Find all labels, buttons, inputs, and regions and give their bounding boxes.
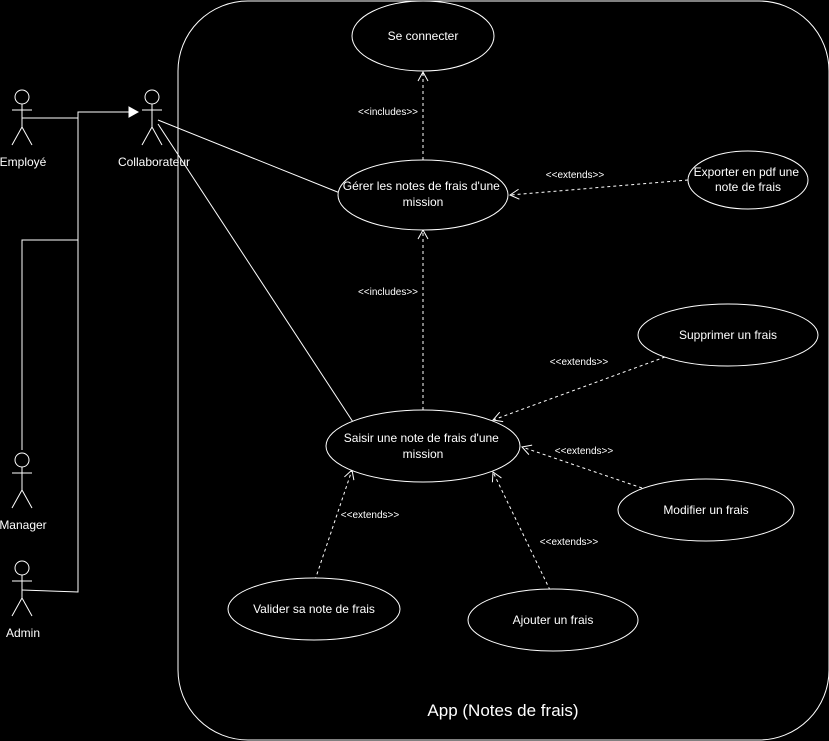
use-case-saisir-note: Saisir une note de frais d'une mission — [325, 409, 521, 483]
use-case-exporter-pdf-line2: note de frais — [715, 180, 781, 194]
dependency-lines — [314, 70, 689, 591]
extends-exporter-label: <<extends>> — [546, 170, 605, 181]
use-case-modifier-frais-line1: Modifier un frais — [663, 503, 748, 517]
association-lines — [157, 119, 354, 423]
use-case-saisir-note-line2: mission — [403, 447, 444, 461]
use-case-gerer-notes: Gérer les notes de frais d'une mission — [337, 159, 509, 231]
extends-ajouter-label: <<extends>> — [540, 537, 599, 548]
use-case-se-connecter: Se connecter — [351, 0, 495, 72]
svg-text:Ajouter un frais: Ajouter un frais — [513, 613, 594, 627]
system-title: App (Notes de frais) — [427, 701, 578, 720]
svg-text:Valider sa note de frais: Valider sa note de frais — [253, 602, 375, 616]
svg-text:Modifier un frais: Modifier un frais — [663, 503, 748, 517]
actor-collaborateur: Collaborateur — [118, 89, 190, 169]
use-case-gerer-notes-line1: Gérer les notes de frais d'une — [343, 179, 500, 193]
use-case-supprimer-frais: Supprimer un frais — [637, 303, 819, 367]
svg-text:Gérer les notes de frais d'une: Gérer les notes de frais d'une mission — [343, 179, 503, 209]
use-case-exporter-pdf: Exporter en pdf une note de frais — [687, 150, 809, 210]
extends-supprimer-label: <<extends>> — [550, 357, 609, 368]
actor-employe: Employé — [0, 89, 47, 169]
use-case-supprimer-frais-line1: Supprimer un frais — [679, 328, 777, 342]
use-case-modifier-frais: Modifier un frais — [617, 478, 795, 542]
use-case-valider-note-line1: Valider sa note de frais — [253, 602, 375, 616]
use-case-ajouter-frais: Ajouter un frais — [467, 588, 639, 652]
actor-admin-label: Admin — [6, 626, 40, 640]
includes-saisir-label: <<includes>> — [358, 287, 418, 298]
extends-modifier-label: <<extends>> — [555, 446, 614, 457]
extends-valider-label: <<extends>> — [341, 510, 400, 521]
svg-text:Exporter en pdf une note: Exporter en pdf une note de frais — [694, 165, 803, 194]
actor-employe-label: Employé — [0, 155, 47, 169]
use-case-valider-note: Valider sa note de frais — [227, 577, 401, 641]
includes-connect-label: <<includes>> — [358, 107, 418, 118]
actor-manager-label: Manager — [0, 518, 47, 532]
use-case-saisir-note-line1: Saisir une note de frais d'une — [344, 431, 499, 445]
svg-text:Se connecter: Se connecter — [388, 29, 459, 43]
use-case-exporter-pdf-line1: Exporter en pdf une — [694, 165, 800, 179]
actor-manager: Manager — [0, 452, 47, 532]
use-case-ajouter-frais-line1: Ajouter un frais — [513, 613, 594, 627]
svg-text:Saisir une note de frais d'une: Saisir une note de frais d'une mission — [344, 431, 502, 461]
generalization-lines — [21, 106, 140, 593]
use-case-se-connecter-line1: Se connecter — [388, 29, 459, 43]
use-case-gerer-notes-line2: mission — [403, 195, 444, 209]
actor-admin: Admin — [6, 560, 40, 640]
svg-text:Supprimer un frais: Supprimer un frais — [679, 328, 777, 342]
actor-collaborateur-label: Collaborateur — [118, 155, 190, 169]
